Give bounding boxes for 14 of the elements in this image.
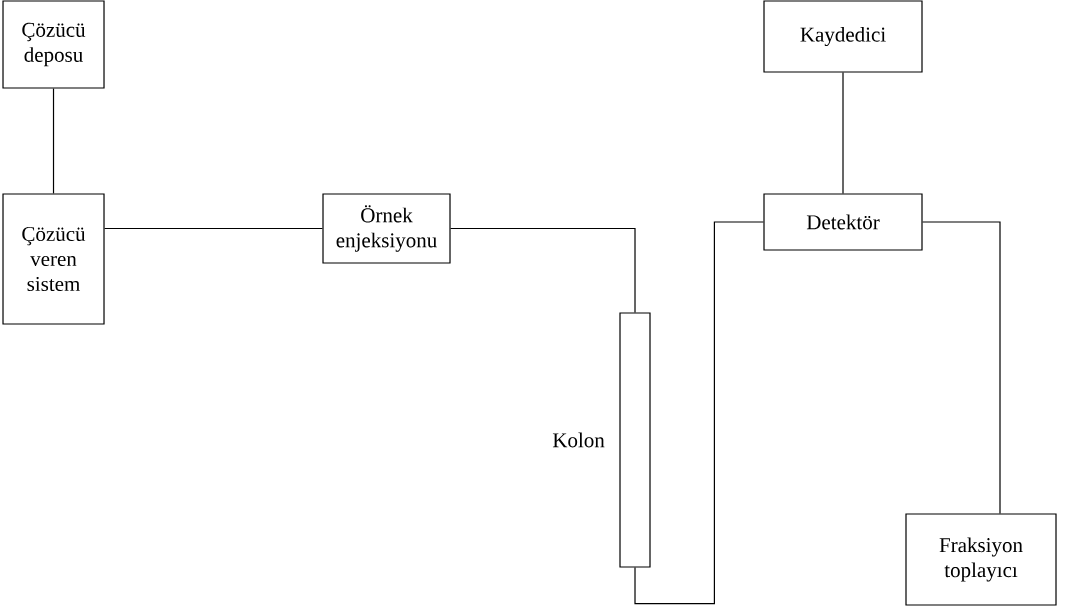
- connector-line: [52, 88, 55, 194]
- column-tube: [619, 312, 651, 568]
- process-box: Örnek enjeksiyonu: [322, 193, 451, 264]
- connector-line: [450, 227, 636, 313]
- process-box: Kaydedici: [763, 0, 923, 73]
- connector-line: [104, 227, 323, 230]
- process-box: Fraksiyon toplayıcı: [905, 513, 1057, 606]
- connector-line: [634, 221, 764, 605]
- connector-line: [922, 221, 1001, 514]
- process-box: Çözücü veren sistem: [2, 193, 105, 325]
- connector-line: [842, 72, 844, 194]
- node-caption: Kolon: [552, 432, 605, 448]
- process-box: Çözücü deposu: [2, 0, 105, 89]
- process-box: Detektör: [763, 193, 923, 251]
